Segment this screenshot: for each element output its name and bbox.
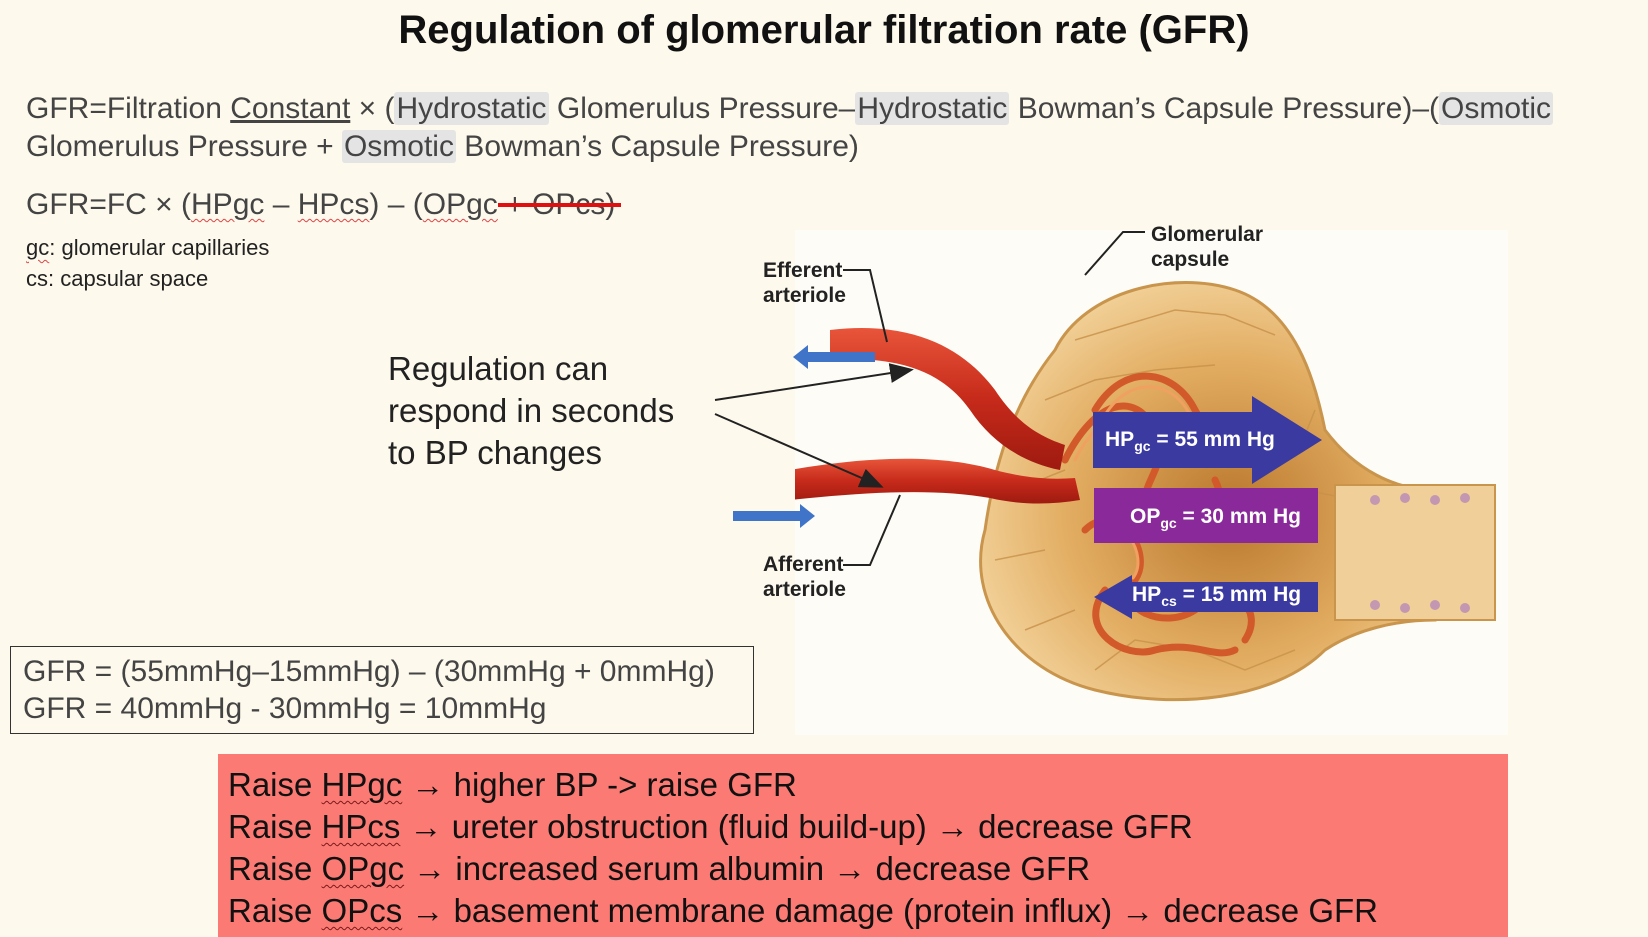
glomerular-capsule-label: Glomerular capsule bbox=[1151, 223, 1264, 271]
effect-term: OPcs bbox=[321, 892, 403, 929]
efferent-arteriole-label: Efferent arteriole bbox=[763, 259, 846, 307]
osmotic-term: Osmotic bbox=[341, 130, 456, 163]
effect-row: Raise OPcs → basement membrane damage (p… bbox=[228, 892, 1378, 929]
effect-term: HPcs bbox=[321, 808, 401, 845]
hydrostatic-term: Hydrostatic bbox=[394, 92, 549, 125]
slide-title: Regulation of glomerular filtration rate… bbox=[398, 8, 1250, 52]
efferent-arteriole bbox=[830, 328, 1065, 470]
effect-row: Raise OPgc → increased serum albumin → d… bbox=[228, 850, 1091, 887]
calculation-line: GFR = 40mmHg - 30mmHg = 10mmHg bbox=[23, 692, 547, 725]
hpcs-term: HPcs bbox=[297, 188, 370, 221]
effect-row: Raise HPcs → ureter obstruction (fluid b… bbox=[228, 808, 1193, 845]
glomerulus-figure: Efferent arteriole Afferent arteriole Gl… bbox=[763, 223, 1508, 735]
struck-opcs-term: + OPcs) bbox=[497, 188, 616, 221]
constant-term: Constant bbox=[230, 92, 351, 125]
osmotic-term: Osmotic bbox=[1439, 92, 1554, 125]
gfr-calculation-box: GFR = (55mmHg–15mmHg) – (30mmHg + 0mmHg)… bbox=[10, 646, 754, 734]
effect-row: Raise HPgc → higher BP -> raise GFR bbox=[228, 766, 797, 803]
opgc-term: OPgc bbox=[422, 188, 498, 221]
hydrostatic-term: Hydrostatic bbox=[855, 92, 1010, 125]
gfr-short-formula: GFR=FC × (HPgc – HPcs) – (OPgc + OPcs) bbox=[26, 188, 616, 221]
proximal-tubule bbox=[1334, 484, 1496, 621]
op-gc-label: OPgc = 30 mm Hg bbox=[1130, 505, 1301, 532]
glomerulus-illustration bbox=[795, 231, 1496, 702]
gfr-full-formula: GFR=Filtration Constant × (Hydrostatic G… bbox=[26, 92, 1554, 163]
afferent-arteriole-label: Afferent arteriole bbox=[763, 553, 846, 601]
effect-term: HPgc bbox=[321, 766, 403, 803]
hpgc-term: HPgc bbox=[191, 188, 265, 221]
hp-gc-label: HPgc = 55 mm Hg bbox=[1105, 428, 1275, 455]
gc-definition: gc: glomerular capillaries bbox=[26, 235, 270, 260]
abbreviation-definitions: gc: glomerular capillaries cs: capsular … bbox=[26, 232, 269, 294]
leader-lines bbox=[843, 231, 1145, 566]
effects-box: Raise HPgc → higher BP -> raise GFR Rais… bbox=[218, 754, 1508, 937]
tubule-cells bbox=[1370, 493, 1470, 613]
cs-definition: cs: capsular space bbox=[26, 266, 209, 291]
hp-cs-label: HPcs = 15 mm Hg bbox=[1132, 583, 1302, 610]
calculation-line: GFR = (55mmHg–15mmHg) – (30mmHg + 0mmHg) bbox=[23, 655, 715, 688]
regulation-note: Regulation can respond in seconds to BP … bbox=[388, 350, 675, 471]
effect-term: OPgc bbox=[321, 850, 405, 887]
